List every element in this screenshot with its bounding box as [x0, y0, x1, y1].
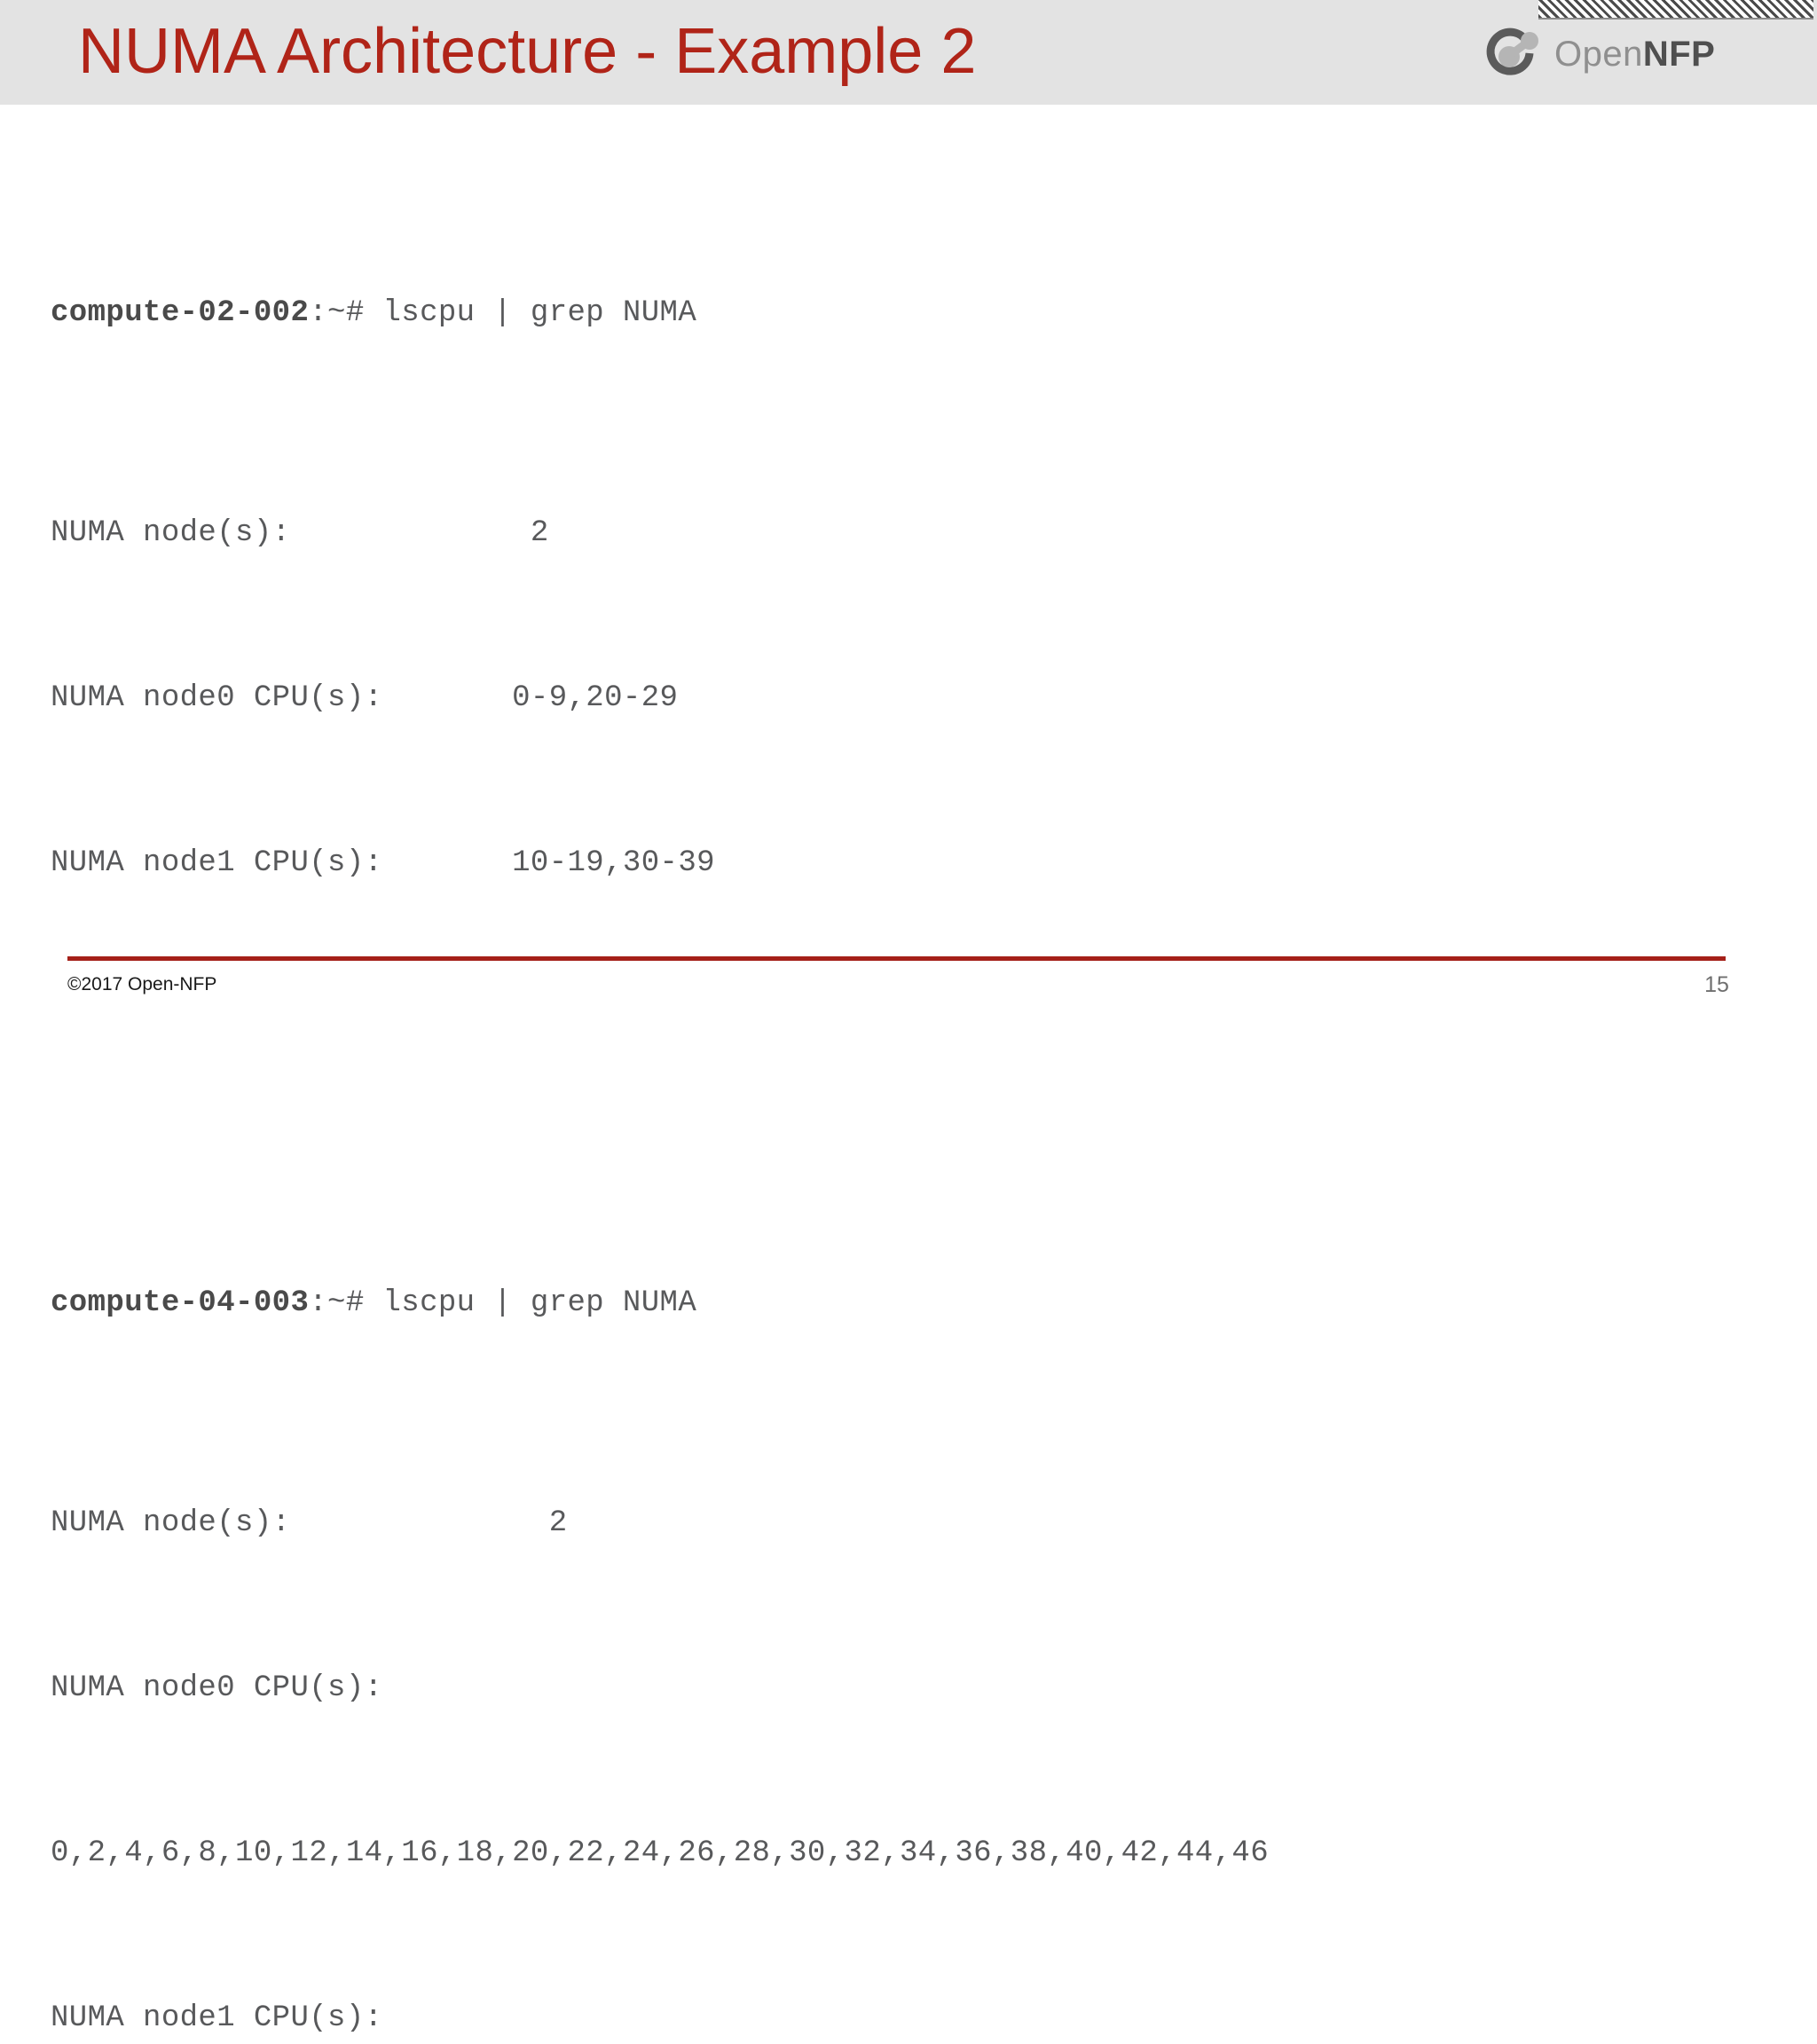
hostname-1: compute-02-002: [51, 296, 310, 330]
output-line: NUMA node(s): 2: [51, 516, 549, 550]
logo-row: OpenNFP: [1483, 21, 1715, 87]
prompt-line-2: compute-04-003:~# lscpu | grep NUMA: [51, 1276, 1736, 1331]
footer-divider: [67, 956, 1726, 961]
brand-logo: OpenNFP: [1483, 0, 1813, 105]
command-2: :~# lscpu | grep NUMA: [309, 1286, 697, 1320]
footer-copyright: ©2017 Open-NFP: [67, 974, 217, 994]
logo-word-nfp: NFP: [1642, 34, 1716, 74]
logo-word-open: Open: [1554, 34, 1643, 74]
logo-wordmark: OpenNFP: [1554, 35, 1715, 75]
opennfp-circle-node-icon: [1483, 27, 1546, 82]
prompt-line-1: compute-02-002:~# lscpu | grep NUMA: [51, 286, 1736, 341]
slide-number: 15: [1704, 972, 1729, 997]
block-separator: [51, 1056, 1736, 1111]
output-line: NUMA node0 CPU(s):: [51, 1671, 383, 1705]
output-line: NUMA node(s): 2: [51, 1506, 568, 1540]
page-title: NUMA Architecture - Example 2: [78, 16, 977, 87]
hostname-2: compute-04-003: [51, 1286, 310, 1320]
diagonal-hatch-bar-icon: [1538, 0, 1813, 20]
command-1: :~# lscpu | grep NUMA: [309, 296, 697, 330]
output-line: NUMA node1 CPU(s): 10-19,30-39: [51, 846, 715, 880]
terminal-output: compute-02-002:~# lscpu | grep NUMA NUMA…: [51, 121, 1736, 2044]
output-line-wrapped: 0,2,4,6,8,10,12,14,16,18,20,22,24,26,28,…: [51, 1836, 1270, 1870]
output-line: NUMA node0 CPU(s): 0-9,20-29: [51, 681, 679, 715]
output-line: NUMA node1 CPU(s):: [51, 2001, 383, 2035]
